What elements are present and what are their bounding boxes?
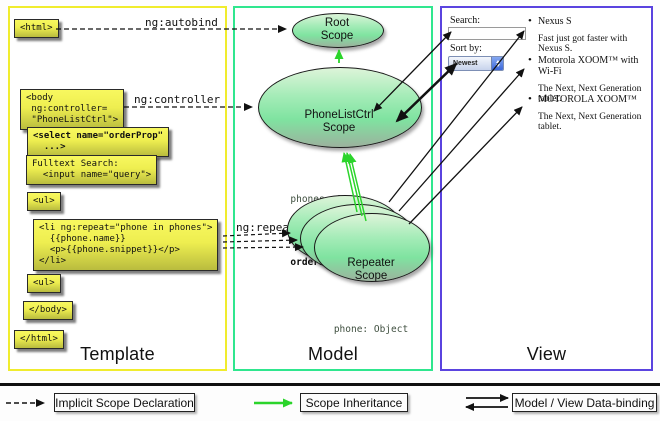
- code-ul-open: <ul>: [27, 192, 61, 211]
- list-item-motorola-xoom: MOTOROLA XOOM™ The Next, Next Generation…: [528, 93, 650, 132]
- code-fulltext-input: Fulltext Search: <input name="query">: [26, 155, 158, 185]
- sort-dropdown[interactable]: Newest: [448, 56, 504, 71]
- legend-implicit-scope: Implicit Scope Declaration: [54, 393, 195, 412]
- prop-phone: phone: Object: [333, 324, 409, 335]
- search-label: Search:: [450, 15, 480, 26]
- code-ul-close: <ul>: [27, 274, 61, 293]
- phone-name: MOTOROLA XOOM™: [528, 93, 650, 105]
- legend-implicit-scope-label: Implicit Scope Declaration: [55, 395, 194, 410]
- phonelistctrl-scope-title: PhoneListCtrl Scope: [304, 109, 374, 134]
- root-scope-title: Root Scope: [320, 17, 354, 42]
- dropdown-stepper-icon: [491, 57, 503, 70]
- code-li-repeat: <li ng:repeat="phone in phones"> {{phone…: [33, 219, 219, 271]
- legend-scope-inheritance-label: Scope Inheritance: [305, 395, 403, 410]
- phone-name: Nexus S: [528, 15, 650, 27]
- search-input[interactable]: [448, 27, 526, 40]
- label-ng-repeat: ng:repeat: [236, 221, 296, 234]
- phone-snippet: The Next, Next Generation tablet.: [538, 112, 642, 132]
- legend-separator: [0, 383, 660, 386]
- sort-dropdown-value: Newest: [453, 60, 478, 67]
- code-html-close: </html>: [14, 330, 64, 349]
- code-select: <select name="orderProp" ...>: [27, 127, 170, 157]
- model-column-label: Model: [307, 344, 359, 364]
- root-scope-ellipse: [292, 13, 384, 48]
- phone-name: Motorola XOOM™ with Wi-Fi: [528, 54, 650, 77]
- list-item-nexus-s: Nexus S Fast just got faster with Nexus …: [528, 15, 650, 54]
- legend-databinding-label: Model / View Data-binding: [514, 395, 655, 410]
- code-body-open: <body ng:controller= "PhoneListCtrl">: [20, 89, 125, 130]
- repeater-scope-ellipse-front: [314, 213, 430, 282]
- sort-by-label: Sort by:: [450, 43, 482, 54]
- repeater-scope-text: Repeater Scope phone: Object: [314, 221, 428, 371]
- label-ng-controller: ng:controller: [134, 93, 221, 106]
- code-body-close: </body>: [23, 301, 73, 320]
- phone-snippet: Fast just got faster with Nexus S.: [538, 34, 628, 54]
- label-ng-autobind: ng:autobind: [145, 16, 218, 29]
- view-column-label: View: [526, 344, 567, 364]
- template-column-label: Template: [80, 344, 155, 364]
- repeater-scope-title: Repeater Scope: [347, 257, 395, 282]
- legend-databinding: Model / View Data-binding: [512, 393, 657, 412]
- legend-scope-inheritance: Scope Inheritance: [300, 393, 408, 412]
- code-html-open: <html>: [14, 19, 59, 38]
